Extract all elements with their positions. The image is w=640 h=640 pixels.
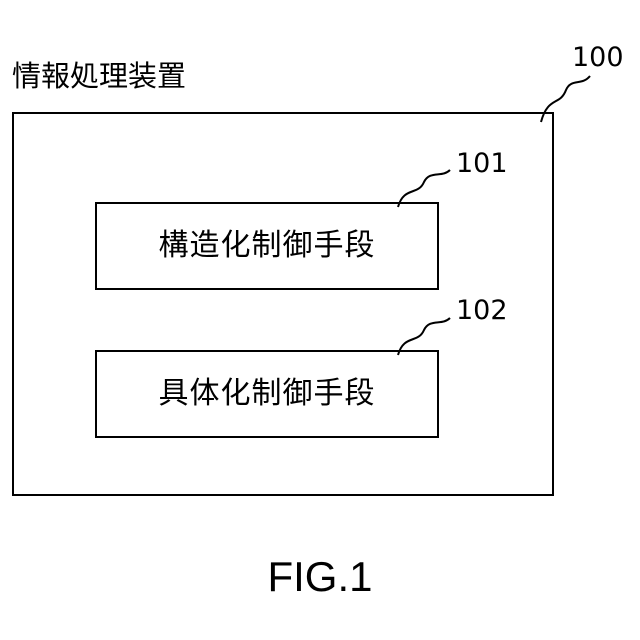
leader-line-101 [398, 170, 450, 207]
leader-line-102 [398, 318, 450, 355]
figure-caption: FIG.1 [0, 556, 640, 598]
leader-line-100 [541, 76, 590, 122]
